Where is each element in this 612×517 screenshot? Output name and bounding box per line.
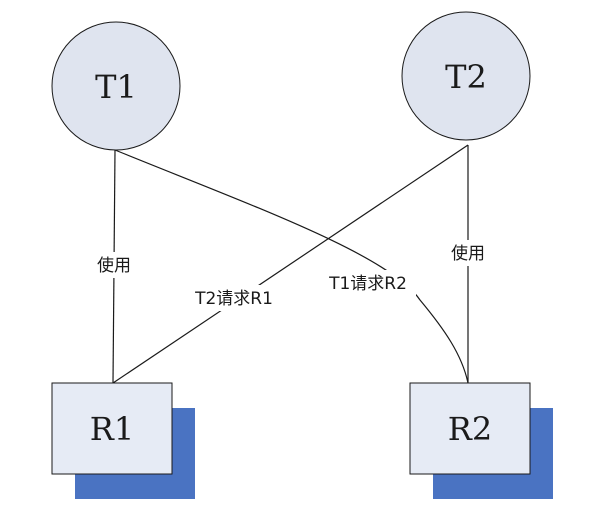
t1-label: T1 [95, 68, 137, 106]
resource-node-r1 [51, 382, 173, 475]
t1-requests-r2-label: T1请求R2 [328, 274, 407, 294]
label-bg-t2-requests-r1 [186, 285, 282, 311]
process-node-t1 [51, 21, 181, 151]
edge-t2-requests-r1 [112, 144, 469, 384]
label-bg-t1-requests-r2 [320, 270, 416, 296]
label-bg-t1-uses-r1 [88, 252, 140, 278]
edge-t1-requests-r2 [114, 149, 469, 384]
t2-uses-r2-label: 使用 [451, 243, 485, 264]
t2-label: T2 [445, 58, 487, 96]
resource-node-r2 [409, 382, 531, 475]
t1-uses-r1-label: 使用 [97, 255, 131, 276]
process-node-t2 [401, 11, 531, 141]
label-bg-t2-uses-r2 [440, 240, 496, 266]
t2-requests-r1-label: T2请求R1 [194, 289, 273, 309]
r1-label: R1 [90, 410, 134, 448]
r2-label: R2 [448, 410, 492, 448]
